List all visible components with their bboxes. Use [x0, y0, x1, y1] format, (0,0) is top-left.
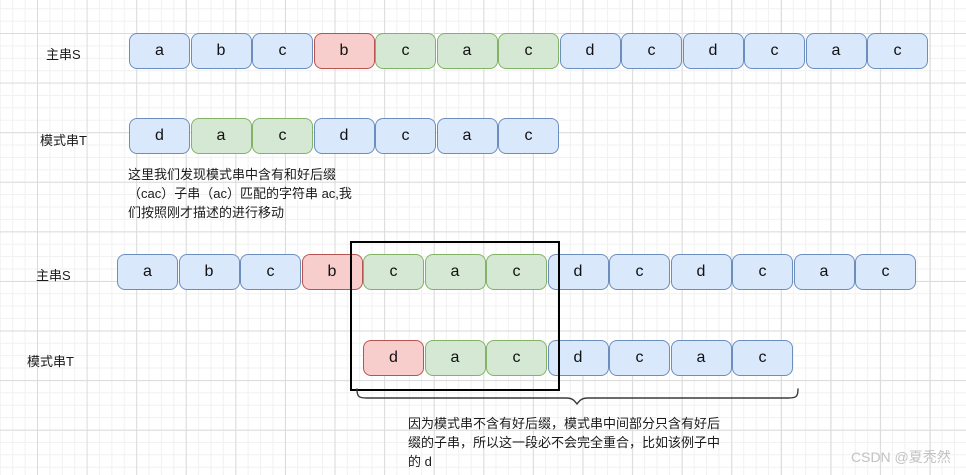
string-cell: c	[486, 254, 547, 290]
string-cell: d	[363, 340, 424, 376]
string-cell: d	[682, 33, 744, 69]
string-cell: c	[498, 33, 559, 69]
watermark: CSDN @夏秃然	[851, 449, 951, 465]
string-cell: a	[117, 254, 178, 290]
note-line: 这里我们发现模式串中含有和好后缀	[128, 167, 337, 182]
string-cell: c	[375, 118, 436, 154]
note-step1: 这里我们发现模式串中含有和好后缀 （cac）子串（ac）匹配的字符串 ac,我 …	[128, 165, 352, 222]
pattern-string-label-step2: 模式串T	[27, 354, 74, 369]
string-cell: c	[240, 254, 301, 290]
string-cell: c	[621, 33, 682, 69]
note-line: 们按照刚才描述的进行移动	[128, 205, 285, 220]
string-cell: a	[424, 340, 486, 376]
main-string-label-step1: 主串S	[46, 47, 81, 62]
string-cell: d	[559, 33, 621, 69]
string-cell: a	[436, 118, 498, 154]
string-cell: b	[301, 254, 363, 290]
note-line: （cac）子串（ac）匹配的字符串 ac,我	[128, 186, 352, 201]
string-cell: b	[313, 33, 375, 69]
string-cell: a	[793, 254, 855, 290]
string-cell: c	[363, 254, 424, 290]
curly-brace-icon	[356, 388, 799, 406]
main-string-label-step2: 主串S	[36, 268, 71, 283]
string-cell: c	[609, 340, 670, 376]
string-cell: d	[547, 254, 609, 290]
string-cell: c	[855, 254, 916, 290]
string-cell: a	[424, 254, 486, 290]
string-cell: a	[129, 33, 190, 69]
string-cell: c	[486, 340, 547, 376]
note-line: 缀的子串，所以这一段必不会完全重合，比如该例子中	[408, 435, 721, 450]
string-cell: a	[805, 33, 867, 69]
string-cell: c	[252, 33, 313, 69]
highlight-box	[350, 241, 560, 391]
pattern-string-label-step1: 模式串T	[40, 133, 87, 148]
string-cell: c	[252, 118, 313, 154]
note-step2: 因为模式串不含有好后缀，模式串中间部分只含有好后 缀的子串，所以这一段必不会完全…	[408, 414, 720, 471]
string-cell: d	[129, 118, 190, 154]
string-cell: d	[313, 118, 375, 154]
string-cell: c	[744, 33, 805, 69]
string-cell: b	[190, 33, 252, 69]
string-cell: a	[670, 340, 732, 376]
string-cell: c	[732, 340, 793, 376]
string-cell: c	[498, 118, 559, 154]
string-cell: c	[609, 254, 670, 290]
string-cell: b	[178, 254, 240, 290]
string-cell: a	[436, 33, 498, 69]
string-cell: c	[375, 33, 436, 69]
note-line: 因为模式串不含有好后缀，模式串中间部分只含有好后	[408, 416, 721, 431]
string-cell: c	[732, 254, 793, 290]
string-cell: c	[867, 33, 928, 69]
note-line: 的 d	[408, 454, 432, 469]
string-cell: d	[670, 254, 732, 290]
string-cell: d	[547, 340, 609, 376]
string-cell: a	[190, 118, 252, 154]
